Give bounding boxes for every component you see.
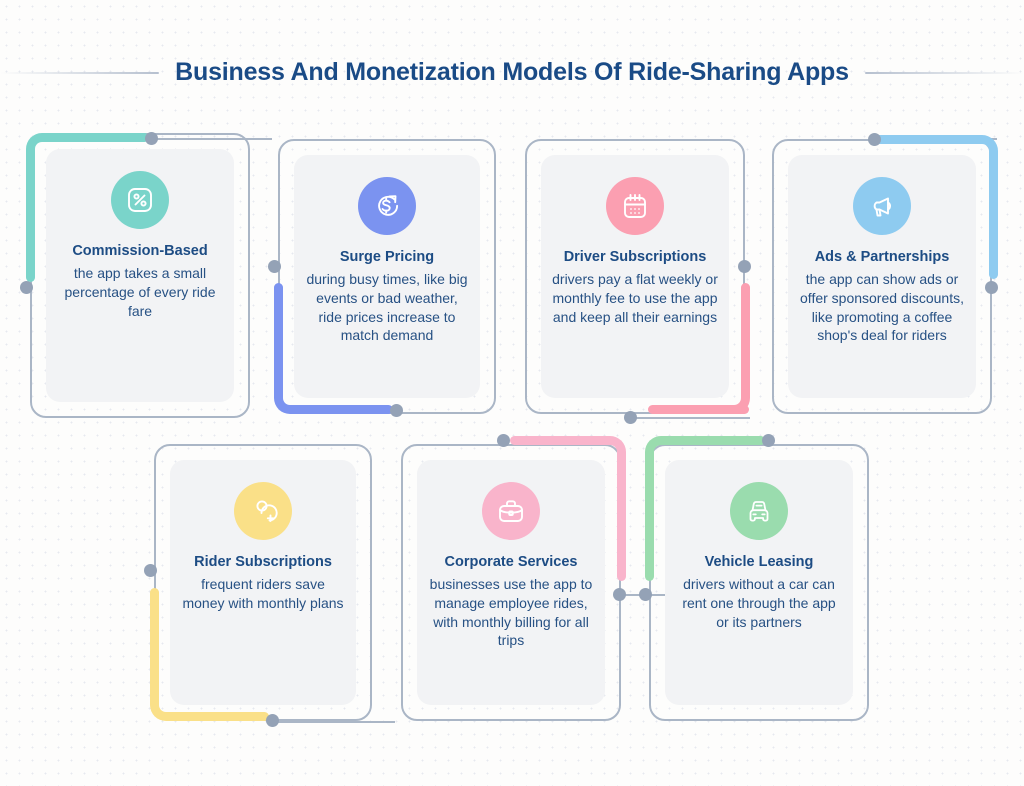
accent-rider-subscriptions-horizontal [168, 712, 269, 721]
connector-dot-11 [497, 434, 510, 447]
connector-dot-2 [20, 281, 33, 294]
card-rider-subscriptions[interactable]: Rider Subscriptions frequent riders save… [154, 444, 372, 721]
connector-dot-9 [144, 564, 157, 577]
title-rule-left [0, 71, 160, 74]
card-vehicle-leasing-title: Vehicle Leasing [704, 554, 814, 570]
card-commission-based-panel: Commission-Based the app takes a small p… [46, 149, 234, 402]
card-corporate-services-panel: Corporate Services businesses use the ap… [417, 460, 605, 705]
accent-driver-subscriptions-vertical [741, 283, 750, 400]
connector-segment-4 [275, 721, 395, 723]
percent-icon [111, 171, 169, 229]
connector-dot-4 [390, 404, 403, 417]
accent-surge-pricing-corner [274, 387, 301, 414]
card-surge-pricing-description: during busy times, like big events or ba… [306, 271, 468, 344]
card-rider-subscriptions-title: Rider Subscriptions [194, 554, 332, 570]
card-corporate-services[interactable]: Corporate Services businesses use the ap… [401, 444, 621, 721]
connector-segment-2 [630, 417, 750, 419]
accent-corporate-services-horizontal [510, 436, 608, 445]
connector-dot-5 [738, 260, 751, 273]
title-rule-right [864, 71, 1024, 74]
card-driver-subscriptions-description: drivers pay a flat weekly or monthly fee… [552, 271, 718, 325]
connector-dot-6 [624, 411, 637, 424]
accent-commission-based-horizontal [44, 133, 149, 142]
accent-rider-subscriptions-corner [150, 694, 177, 721]
connector-segment-1 [152, 138, 272, 140]
accent-commission-based-vertical [26, 147, 35, 282]
card-ads-partnerships[interactable]: Ads & Partnerships the app can show ads … [772, 139, 992, 414]
briefcase-icon [482, 482, 540, 540]
accent-ads-partnerships-corner [971, 135, 998, 162]
megaphone-icon [853, 177, 911, 235]
card-ads-partnerships-panel: Ads & Partnerships the app can show ads … [788, 155, 976, 398]
connector-dot-3 [268, 260, 281, 273]
card-driver-subscriptions[interactable]: Driver Subscriptions drivers pay a flat … [525, 139, 745, 414]
card-vehicle-leasing[interactable]: Vehicle Leasing drivers without a car ca… [649, 444, 869, 721]
car-icon [730, 482, 788, 540]
card-driver-subscriptions-panel: Driver Subscriptions drivers pay a flat … [541, 155, 729, 398]
accent-driver-subscriptions-corner [723, 387, 750, 414]
card-corporate-services-description: businesses use the app to manage employe… [429, 576, 593, 649]
connector-dot-8 [985, 281, 998, 294]
accent-surge-pricing-horizontal [292, 405, 393, 414]
accent-rider-subscriptions-vertical [150, 588, 159, 707]
title-row: Business And Monetization Models Of Ride… [0, 58, 1024, 87]
calendar-icon [606, 177, 664, 235]
card-ads-partnerships-description: the app can show ads or offer sponsored … [800, 271, 964, 344]
card-surge-pricing-title: Surge Pricing [339, 249, 435, 265]
accent-vehicle-leasing-corner [645, 436, 672, 463]
page-title: Business And Monetization Models Of Ride… [175, 58, 849, 86]
accent-vehicle-leasing-vertical [645, 450, 654, 581]
card-corporate-services-title: Corporate Services [444, 554, 578, 570]
card-vehicle-leasing-panel: Vehicle Leasing drivers without a car ca… [665, 460, 853, 705]
connector-dot-12 [613, 588, 626, 601]
user-plus-icon [234, 482, 292, 540]
dollar-growth-icon [358, 177, 416, 235]
card-vehicle-leasing-description: drivers without a car can rent one throu… [682, 576, 836, 630]
card-surge-pricing-panel: Surge Pricing during busy times, like bi… [294, 155, 480, 398]
card-commission-based[interactable]: Commission-Based the app takes a small p… [30, 133, 250, 418]
accent-driver-subscriptions-horizontal [648, 405, 749, 414]
connector-dot-13 [762, 434, 775, 447]
connector-dot-1 [145, 132, 158, 145]
connector-dot-7 [868, 133, 881, 146]
card-ads-partnerships-title: Ads & Partnerships [814, 249, 950, 265]
accent-ads-partnerships-horizontal [875, 135, 980, 144]
card-surge-pricing[interactable]: Surge Pricing during busy times, like bi… [278, 139, 496, 414]
accent-commission-based-corner [26, 133, 53, 160]
card-driver-subscriptions-title: Driver Subscriptions [563, 249, 707, 265]
card-commission-based-description: the app takes a small percentage of ever… [64, 265, 216, 319]
connector-dot-10 [266, 714, 279, 727]
accent-vehicle-leasing-horizontal [663, 436, 765, 445]
accent-ads-partnerships-vertical [989, 149, 998, 279]
accent-corporate-services-vertical [617, 450, 626, 581]
card-rider-subscriptions-panel: Rider Subscriptions frequent riders save… [170, 460, 356, 705]
accent-corporate-services-corner [599, 436, 626, 463]
card-commission-based-title: Commission-Based [72, 243, 208, 259]
accent-surge-pricing-vertical [274, 283, 283, 400]
card-rider-subscriptions-description: frequent riders save money with monthly … [182, 576, 344, 611]
connector-dot-14 [639, 588, 652, 601]
